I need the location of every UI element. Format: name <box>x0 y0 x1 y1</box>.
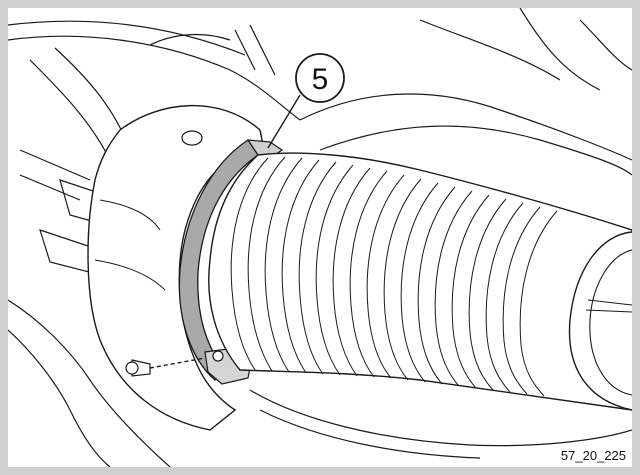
callout-5: 5 <box>267 53 345 149</box>
technical-illustration: 5 <box>8 8 632 467</box>
callout-circle <box>295 53 345 103</box>
callout-leader-line <box>267 94 301 149</box>
hose-end-ring <box>568 231 632 411</box>
callout-number: 5 <box>312 63 329 96</box>
corrugated-hose <box>208 152 632 411</box>
figure-code: 57_20_225 <box>558 448 628 463</box>
clamp-screw <box>125 357 206 377</box>
housing-hole <box>181 130 203 146</box>
